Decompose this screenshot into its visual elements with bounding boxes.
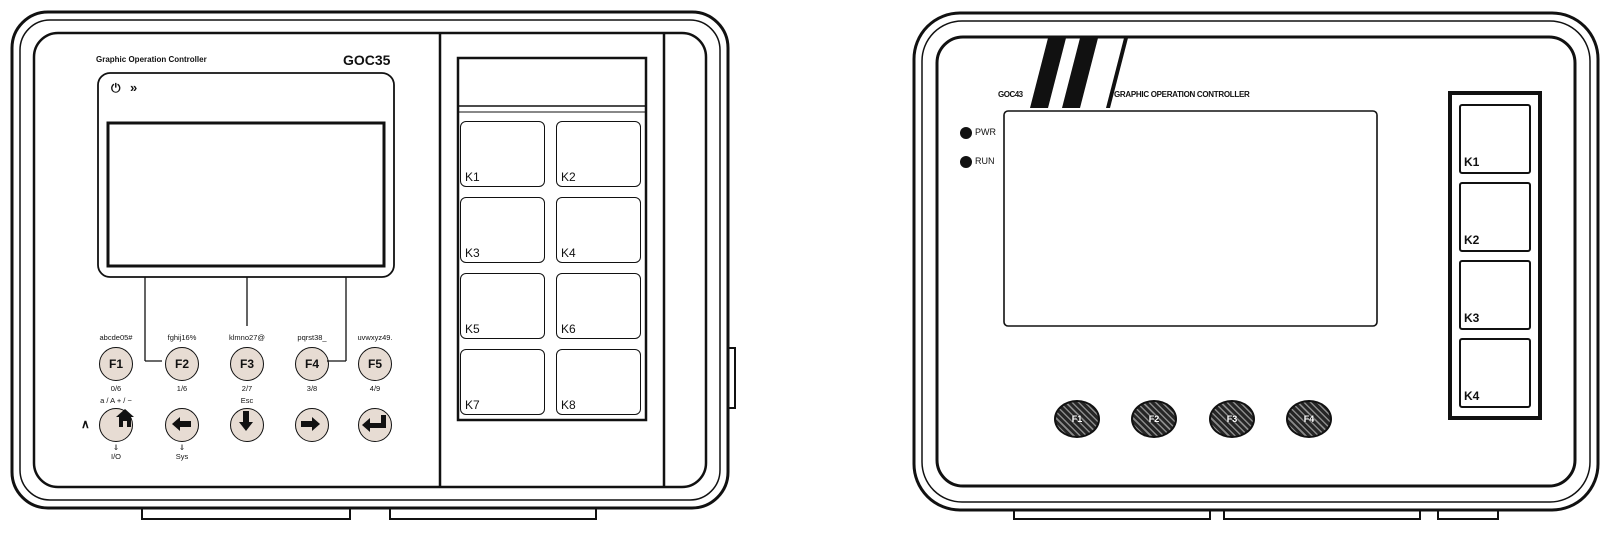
goc43-key-label: K4 (1464, 389, 1480, 403)
goc35-fkey-top-legend: pqrst38_ (297, 333, 327, 342)
goc35-navkey-bottom-legend: ⇓ Sys (175, 443, 189, 461)
goc35-key-k4[interactable]: K4 (556, 197, 641, 263)
up-arrow-icon: ∧ (81, 417, 90, 431)
goc35-fkey-bottom-legend: 2/7 (241, 384, 253, 393)
goc35-side-connector (727, 347, 736, 409)
goc35-nav-key-arrow-down[interactable] (230, 408, 264, 442)
goc35-key-k1[interactable]: K1 (460, 121, 545, 187)
goc35-fkey-bottom-legend: 0/6 (110, 384, 122, 393)
goc35-model-label: GOC35 (343, 52, 391, 68)
goc43-stripe-2 (1062, 38, 1098, 108)
goc43-led-run-label: RUN (975, 156, 995, 166)
goc43-fkey-label: F1 (1071, 414, 1083, 424)
goc35-function-key-f4[interactable]: F4 (295, 347, 329, 381)
goc35-fkey-label: F1 (108, 357, 123, 371)
goc35-key-label: K7 (465, 398, 480, 412)
goc43-fkey-label: F3 (1226, 414, 1238, 424)
goc43-key-label: K3 (1464, 311, 1480, 325)
goc43-key-k4[interactable]: K4 (1459, 338, 1531, 408)
goc43-led-run-icon (960, 156, 972, 168)
goc43-fkey-label: F2 (1148, 414, 1160, 424)
goc35-key-k3[interactable]: K3 (460, 197, 545, 263)
goc35-fkey-top-legend: klmno27@ (229, 333, 265, 342)
goc35-key-label: K6 (561, 322, 576, 336)
goc35-key-label: K5 (465, 322, 480, 336)
goc35-nav-key-arrow-left[interactable] (165, 408, 199, 442)
comm-indicator-icon: » (130, 80, 138, 95)
power-icon: ⏻ (111, 81, 121, 95)
goc35-nav-key-home[interactable] (99, 408, 133, 442)
goc35-key-k8[interactable]: K8 (556, 349, 641, 415)
goc35-function-key-f5[interactable]: F5 (358, 347, 392, 381)
goc35-key-label: K4 (561, 246, 576, 260)
goc43-led-pwr-label: PWR (975, 127, 996, 137)
goc43-key-k2[interactable]: K2 (1459, 182, 1531, 252)
goc35-display-bezel (97, 72, 395, 278)
goc35-fkey-top-legend: uvwxyz49. (357, 333, 393, 342)
goc43-brand-text: GRAPHIC OPERATION CONTROLLER (1114, 90, 1250, 99)
goc35-fkey-label: F5 (367, 357, 382, 371)
goc43-function-key-f1[interactable]: F1 (1054, 400, 1100, 438)
goc35-key-label: K2 (561, 170, 576, 184)
goc35-key-k5[interactable]: K5 (460, 273, 545, 339)
goc35-fkey-label: F2 (174, 357, 189, 371)
goc35-fkey-bottom-legend: 3/8 (306, 384, 318, 393)
goc35-bottom-connector-2 (389, 507, 597, 520)
goc35-navkey-top-legend: Esc (240, 396, 254, 405)
goc43-key-k1[interactable]: K1 (1459, 104, 1531, 174)
goc35-key-k2[interactable]: K2 (556, 121, 641, 187)
goc35-fkey-bottom-legend: 4/9 (369, 384, 381, 393)
goc35-fkey-label: F4 (304, 357, 319, 371)
goc35-bottom-connector-1 (141, 507, 351, 520)
goc35-navkey-top-legend: a / A + / − (100, 396, 132, 405)
goc43-bottom-connector-2 (1223, 509, 1421, 520)
goc43-led-pwr-icon (960, 127, 972, 139)
goc43-display-screen (1003, 110, 1378, 327)
goc35-key-label: K3 (465, 246, 480, 260)
goc43-function-key-f3[interactable]: F3 (1209, 400, 1255, 438)
goc43-model-label: GOC43 (998, 90, 1023, 99)
goc43-bottom-connector-1 (1013, 509, 1211, 520)
goc35-function-key-f3[interactable]: F3 (230, 347, 264, 381)
goc35-fkey-bottom-legend: 1/6 (176, 384, 188, 393)
goc43-stripe-1 (1030, 38, 1066, 108)
goc35-key-label: K8 (561, 398, 576, 412)
goc35-nav-key-enter[interactable] (358, 408, 392, 442)
goc35-key-k7[interactable]: K7 (460, 349, 545, 415)
goc35-key-label: K1 (465, 170, 480, 184)
goc35-function-key-f1[interactable]: F1 (99, 347, 133, 381)
goc43-bottom-connector-3 (1437, 509, 1499, 520)
goc43-function-key-f2[interactable]: F2 (1131, 400, 1177, 438)
goc43-fkey-label: F4 (1303, 414, 1315, 424)
goc43-key-label: K2 (1464, 233, 1480, 247)
goc43-function-key-f4[interactable]: F4 (1286, 400, 1332, 438)
goc43-key-label: K1 (1464, 155, 1480, 169)
goc35-key-k6[interactable]: K6 (556, 273, 641, 339)
goc35-function-key-f2[interactable]: F2 (165, 347, 199, 381)
goc43-key-k3[interactable]: K3 (1459, 260, 1531, 330)
goc35-navkey-bottom-legend: ⇓ I/O (110, 443, 121, 461)
goc35-brand-text: Graphic Operation Controller (96, 55, 207, 64)
goc35-fkey-top-legend: abcde05# (99, 333, 133, 342)
goc35-fkey-label: F3 (239, 357, 254, 371)
goc35-fkey-top-legend: fghij16% (167, 333, 197, 342)
goc35-display-screen (106, 121, 386, 268)
goc35-nav-key-arrow-right[interactable] (295, 408, 329, 442)
